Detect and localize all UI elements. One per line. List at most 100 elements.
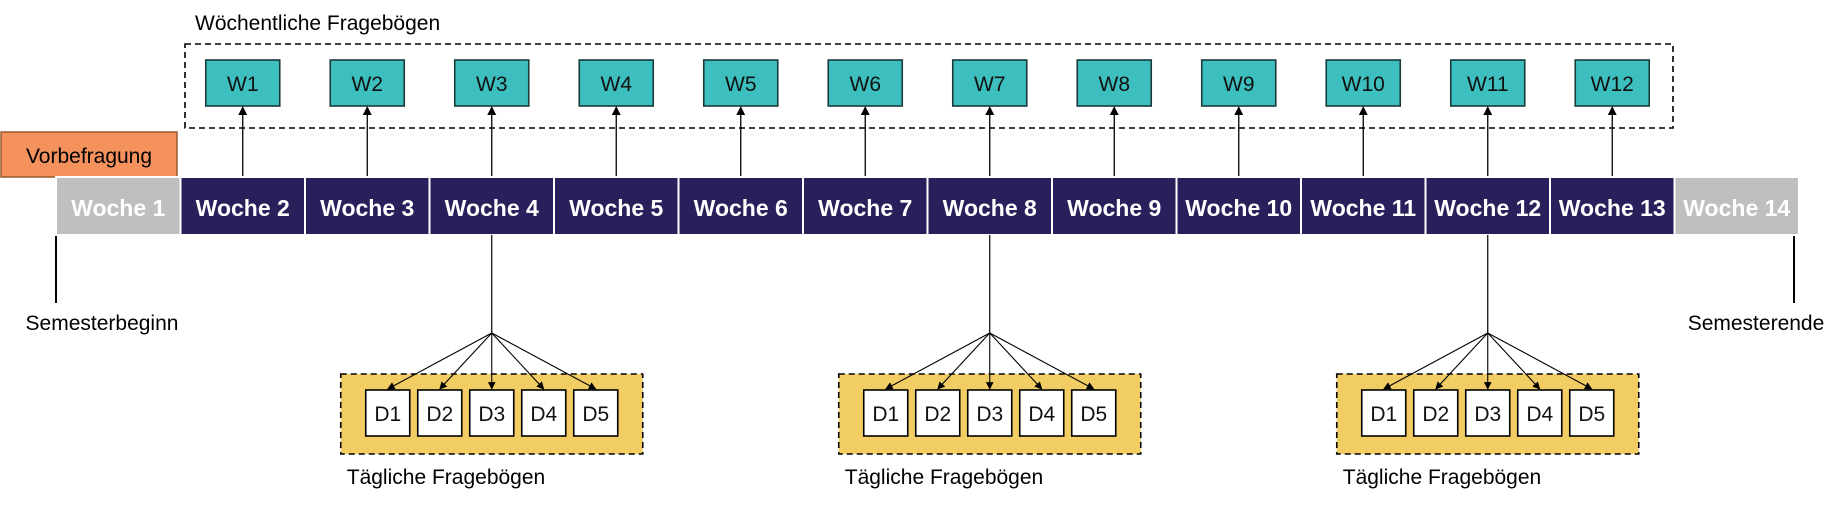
- daily-survey-label: D3: [1474, 403, 1501, 426]
- daily-survey-box: [1516, 389, 1563, 437]
- weekly-survey-box: [1325, 59, 1402, 107]
- week-segment: [1424, 176, 1551, 236]
- week-segment: [1175, 176, 1302, 236]
- semester-start-label: Semesterbeginn: [26, 312, 179, 335]
- daily-survey-label: D2: [1422, 403, 1449, 426]
- week-segment: [802, 176, 929, 236]
- week-label: Woche 3: [320, 195, 414, 221]
- daily-survey-arrow: [1383, 332, 1489, 390]
- daily-survey-label: D4: [1526, 403, 1553, 426]
- daily-survey-label: D3: [976, 403, 1003, 426]
- daily-survey-box: [1568, 389, 1615, 437]
- daily-survey-box: [1464, 389, 1511, 437]
- week-label: Woche 10: [1185, 195, 1292, 221]
- weekly-survey-box: [1076, 59, 1153, 107]
- weekly-survey-label: W10: [1342, 73, 1385, 96]
- week-label: Woche 8: [943, 195, 1037, 221]
- week-label: Woche 13: [1559, 195, 1666, 221]
- week-label: Woche 1: [71, 195, 165, 221]
- weekly-survey-label: W6: [850, 73, 882, 96]
- daily-survey-label: D2: [426, 403, 453, 426]
- weekly-survey-box: [827, 59, 904, 107]
- weekly-survey-label: W3: [476, 73, 508, 96]
- daily-survey-label: D1: [872, 403, 899, 426]
- weekly-survey-label: W7: [974, 73, 1006, 96]
- daily-survey-box: [520, 389, 567, 437]
- weekly-survey-box: [702, 59, 779, 107]
- daily-survey-arrow: [989, 332, 1095, 390]
- daily-survey-arrow: [439, 332, 493, 390]
- weekly-survey-box: [329, 59, 406, 107]
- daily-survey-label: D5: [1578, 403, 1605, 426]
- week-label: Woche 4: [445, 195, 539, 221]
- daily-survey-label: D4: [530, 403, 557, 426]
- weekly-survey-box: [453, 59, 530, 107]
- week-label: Woche 7: [818, 195, 912, 221]
- weekly-survey-label: W4: [601, 73, 633, 96]
- weekly-survey-boxes: W1 W2 W3 W4 W5 W6 W7 W8 W9 W10 W11 W12: [204, 59, 1651, 177]
- daily-survey-arrow: [937, 332, 991, 390]
- week-label: Woche 14: [1683, 195, 1790, 221]
- daily-survey-arrow: [491, 332, 597, 390]
- week-segment: [1673, 176, 1800, 236]
- week-label: Woche 2: [196, 195, 290, 221]
- daily-survey-box: [572, 389, 619, 437]
- weekly-survey-box: [1449, 59, 1526, 107]
- weekly-surveys-group: [184, 43, 1674, 129]
- weekly-survey-label: W1: [227, 73, 259, 96]
- daily-survey-arrow: [1487, 332, 1593, 390]
- daily-survey-label: D1: [374, 403, 401, 426]
- weekly-survey-label: W5: [725, 73, 757, 96]
- daily-survey-box: [966, 389, 1013, 437]
- daily-survey-arrow: [885, 332, 991, 390]
- weekly-surveys-group-label: Wöchentliche Fragebögen: [195, 12, 440, 35]
- daily-survey-label: D1: [1370, 403, 1397, 426]
- daily-survey-box: [1070, 389, 1117, 437]
- daily-survey-label: D5: [1080, 403, 1107, 426]
- week-segment: [926, 176, 1053, 236]
- daily-survey-box: [862, 389, 909, 437]
- week-segment: [1549, 176, 1676, 236]
- weekly-survey-label: W8: [1099, 73, 1131, 96]
- daily-survey-label: D4: [1028, 403, 1055, 426]
- week-timeline-bar: Woche 1 Woche 2 Woche 3 Woche 4 Woche 5 Woche…: [55, 176, 1800, 236]
- daily-survey-arrow: [1435, 332, 1489, 390]
- weekly-survey-box: [1200, 59, 1277, 107]
- week-label: Woche 11: [1310, 195, 1416, 221]
- semester-end-label: Semesterende: [1688, 312, 1825, 335]
- daily-surveys-group-label: Tägliche Fragebögen: [347, 466, 545, 489]
- daily-survey-arrow: [989, 332, 1043, 390]
- daily-survey-box: [1412, 389, 1459, 437]
- week-segment: [1300, 176, 1427, 236]
- week-label: Woche 6: [694, 195, 788, 221]
- week-label: Woche 5: [569, 195, 663, 221]
- daily-survey-box: [364, 389, 411, 437]
- daily-survey-box: [468, 389, 515, 437]
- weekly-survey-box: [951, 59, 1028, 107]
- daily-survey-arrow: [387, 332, 493, 390]
- week-label: Woche 12: [1434, 195, 1541, 221]
- daily-survey-box: [1018, 389, 1065, 437]
- weekly-survey-label: W11: [1467, 73, 1509, 96]
- week-segment: [179, 176, 306, 236]
- weekly-survey-box: [204, 59, 281, 107]
- weekly-survey-label: W9: [1223, 73, 1255, 96]
- pre-survey-label: Vorbefragung: [26, 145, 152, 168]
- daily-survey-label: D2: [924, 403, 951, 426]
- daily-survey-label: D3: [478, 403, 505, 426]
- week-segment: [304, 176, 431, 236]
- week-segment: [553, 176, 680, 236]
- daily-survey-box: [914, 389, 961, 437]
- weekly-survey-label: W2: [352, 73, 384, 96]
- daily-survey-label: D5: [582, 403, 609, 426]
- week-segment: [55, 176, 182, 236]
- weekly-survey-box: [578, 59, 655, 107]
- daily-survey-arrow: [491, 332, 545, 390]
- daily-surveys-group-label: Tägliche Fragebögen: [845, 466, 1043, 489]
- daily-surveys-group-label: Tägliche Fragebögen: [1343, 466, 1541, 489]
- weekly-survey-box: [1574, 59, 1651, 107]
- weekly-survey-label: W12: [1591, 73, 1634, 96]
- week-label: Woche 9: [1067, 195, 1161, 221]
